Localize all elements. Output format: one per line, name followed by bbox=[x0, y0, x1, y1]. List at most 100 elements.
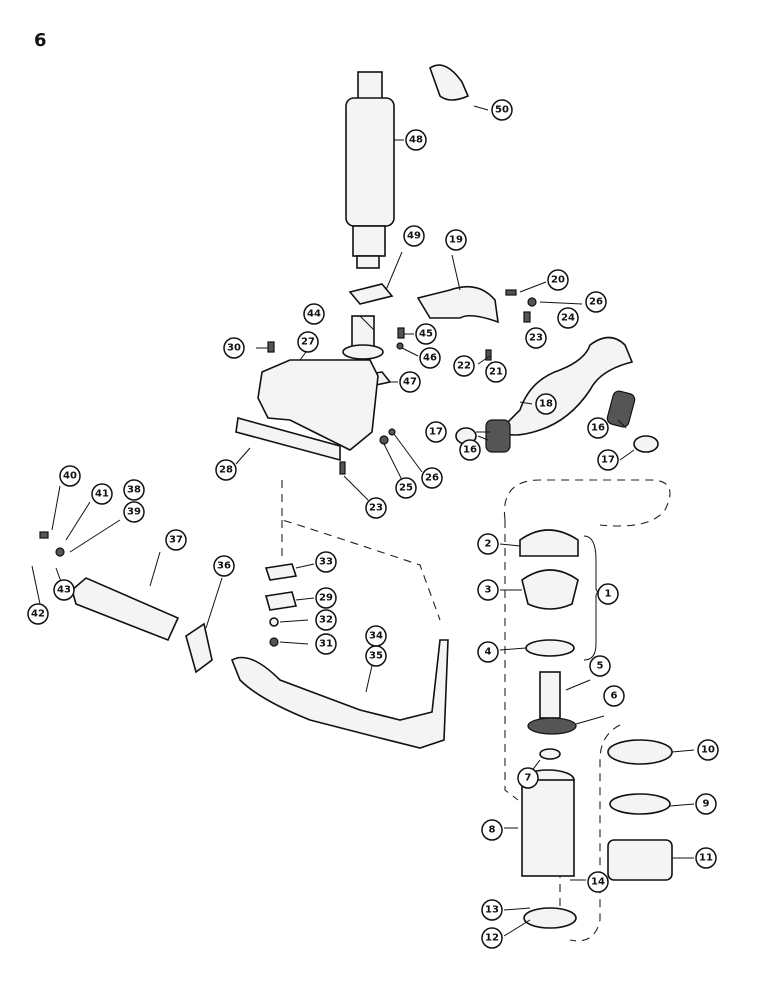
exhaust-pipe-34-35 bbox=[230, 639, 449, 749]
svg-text:31: 31 bbox=[319, 639, 333, 650]
svg-text:45: 45 bbox=[419, 329, 433, 340]
svg-text:30: 30 bbox=[227, 343, 241, 354]
svg-text:41: 41 bbox=[95, 489, 109, 500]
callout-23-bottom: 23 bbox=[365, 497, 387, 519]
callout-25: 25 bbox=[395, 477, 417, 499]
intake-manifold-27 bbox=[257, 359, 379, 451]
svg-text:5: 5 bbox=[597, 661, 604, 672]
nut-26 bbox=[388, 428, 396, 436]
svg-text:34: 34 bbox=[369, 631, 383, 642]
gasket-33 bbox=[264, 563, 298, 581]
svg-text:21: 21 bbox=[489, 367, 503, 378]
muffler-48 bbox=[345, 71, 395, 269]
svg-text:19: 19 bbox=[449, 235, 463, 246]
callout-42: 42 bbox=[27, 603, 49, 625]
washer-32 bbox=[269, 617, 279, 627]
svg-text:17: 17 bbox=[429, 427, 443, 438]
callout-8: 8 bbox=[481, 819, 503, 841]
bolt-39 bbox=[55, 547, 65, 557]
svg-text:16: 16 bbox=[463, 445, 477, 456]
callout-35: 35 bbox=[365, 645, 387, 667]
svg-text:37: 37 bbox=[169, 535, 183, 546]
dash-guide-cleaner-hose bbox=[503, 479, 671, 527]
svg-text:6: 6 bbox=[611, 691, 618, 702]
nut-25 bbox=[379, 435, 389, 445]
callout-16-right: 16 bbox=[587, 417, 609, 439]
callout-47: 47 bbox=[399, 371, 421, 393]
plate-29 bbox=[264, 591, 298, 611]
hose-16-right bbox=[606, 390, 636, 428]
callout-46: 46 bbox=[419, 347, 441, 369]
svg-text:27: 27 bbox=[301, 337, 315, 348]
callout-14: 14 bbox=[587, 871, 609, 893]
dash-guide-cleaner-body bbox=[504, 520, 519, 801]
svg-text:36: 36 bbox=[217, 561, 231, 572]
svg-text:2: 2 bbox=[485, 539, 492, 550]
svg-text:8: 8 bbox=[489, 825, 496, 836]
svg-text:17: 17 bbox=[601, 455, 615, 466]
svg-text:22: 22 bbox=[457, 361, 471, 372]
callout-29: 29 bbox=[315, 587, 337, 609]
clamp-9 bbox=[609, 793, 671, 815]
svg-text:4: 4 bbox=[485, 647, 492, 658]
callout-17-left: 17 bbox=[425, 421, 447, 443]
base-4 bbox=[525, 639, 575, 657]
ring-7 bbox=[539, 748, 561, 760]
svg-text:47: 47 bbox=[403, 377, 417, 388]
air-elbow-19 bbox=[416, 285, 499, 324]
callout-40: 40 bbox=[59, 465, 81, 487]
svg-text:18: 18 bbox=[539, 399, 553, 410]
svg-text:24: 24 bbox=[561, 313, 575, 324]
band-11 bbox=[607, 839, 673, 881]
callout-38: 38 bbox=[123, 479, 145, 501]
callout-3: 3 bbox=[477, 579, 499, 601]
rain-cap-50 bbox=[429, 64, 470, 101]
bolt-30 bbox=[267, 341, 275, 353]
callout-45: 45 bbox=[415, 323, 437, 345]
callout-7: 7 bbox=[517, 767, 539, 789]
tube-5 bbox=[539, 671, 561, 719]
callout-20: 20 bbox=[547, 269, 569, 291]
callout-30: 30 bbox=[223, 337, 245, 359]
flange-36 bbox=[185, 622, 213, 674]
svg-text:14: 14 bbox=[591, 877, 605, 888]
svg-text:7: 7 bbox=[525, 773, 532, 784]
svg-text:32: 32 bbox=[319, 615, 333, 626]
svg-text:33: 33 bbox=[319, 557, 333, 568]
clamp-12 bbox=[523, 907, 577, 929]
nut-31 bbox=[269, 637, 279, 647]
callout-33: 33 bbox=[315, 551, 337, 573]
callout-24: 24 bbox=[557, 307, 579, 329]
svg-text:13: 13 bbox=[485, 905, 499, 916]
muffler-37 bbox=[71, 577, 180, 642]
manifold-gasket-28 bbox=[235, 416, 341, 462]
dash-guide-manifold-pipe bbox=[281, 480, 441, 621]
callout-4: 4 bbox=[477, 641, 499, 663]
callout-11: 11 bbox=[695, 847, 717, 869]
svg-text:11: 11 bbox=[699, 853, 713, 864]
callout-16-left: 16 bbox=[459, 439, 481, 461]
callout-19: 19 bbox=[445, 229, 467, 251]
gasket-6 bbox=[527, 717, 577, 735]
callout-49: 49 bbox=[403, 225, 425, 247]
callout-31: 31 bbox=[315, 633, 337, 655]
svg-text:23: 23 bbox=[369, 503, 383, 514]
page-number: 6 bbox=[34, 30, 47, 51]
callout-9: 9 bbox=[695, 793, 717, 815]
svg-text:35: 35 bbox=[369, 651, 383, 662]
svg-text:49: 49 bbox=[407, 231, 421, 242]
svg-text:39: 39 bbox=[127, 507, 141, 518]
svg-text:9: 9 bbox=[703, 799, 710, 810]
bolt-40 bbox=[39, 531, 49, 539]
callout-26-bottom: 26 bbox=[421, 467, 443, 489]
svg-text:26: 26 bbox=[589, 297, 603, 308]
exhaust-pipe-44 bbox=[342, 315, 384, 360]
dash-guide-precleaner bbox=[569, 724, 621, 942]
svg-text:28: 28 bbox=[219, 465, 233, 476]
bolt-23 bbox=[523, 311, 531, 323]
callout-34: 34 bbox=[365, 625, 387, 647]
nut-24 bbox=[527, 297, 537, 307]
svg-text:23: 23 bbox=[529, 333, 543, 344]
callout-18: 18 bbox=[535, 393, 557, 415]
bolt-23b bbox=[339, 461, 346, 475]
